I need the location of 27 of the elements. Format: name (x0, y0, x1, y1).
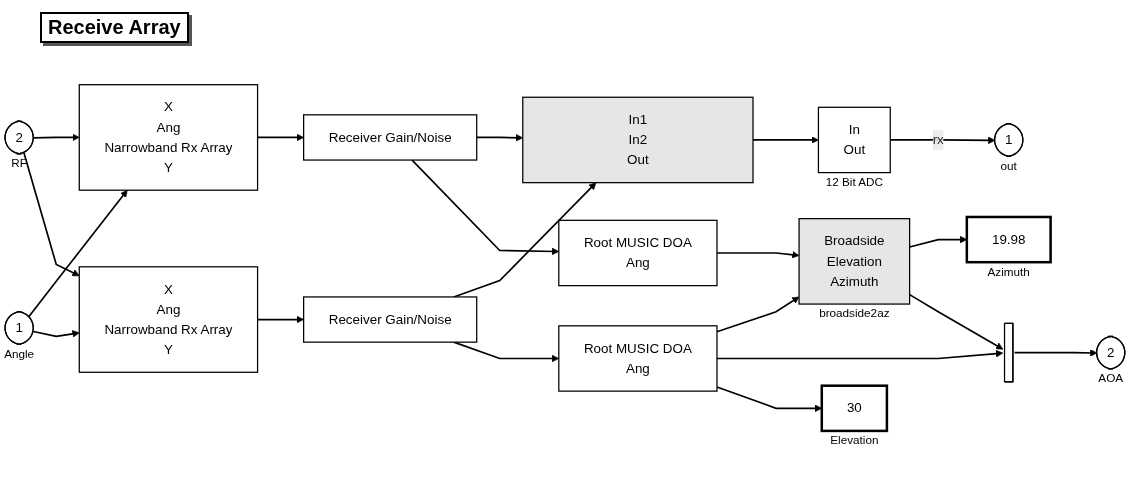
edge-label: rx (932, 132, 944, 147)
arrow (716, 350, 1004, 360)
title: Receive Array (40, 12, 189, 43)
arrow (716, 251, 800, 259)
arrow (23, 151, 80, 277)
arrow (32, 330, 80, 338)
block-caption: Angle (4, 346, 35, 360)
block-caption: out (1000, 158, 1017, 172)
block-caption: Elevation (830, 433, 879, 447)
node-box: Broadside Elevation Azimuth (798, 218, 911, 305)
block-caption: 12 Bit ADC (825, 175, 883, 188)
block-caption: broadside2az (819, 306, 890, 320)
node-box: In Out (817, 106, 891, 174)
node-box: Receiver Gain/Noise (303, 296, 478, 343)
node-box: 19.98 (965, 215, 1052, 264)
block-caption: Azimuth (987, 264, 1030, 278)
node-box: Receiver Gain/Noise (303, 114, 478, 161)
node-box: Root MUSIC DOA Ang (558, 325, 718, 392)
node-box: 30 (820, 384, 889, 433)
node-box: In1 In2 Out (522, 96, 754, 184)
node-box: X Ang Narrowband Rx Array Y (78, 84, 259, 191)
arrow (27, 189, 128, 318)
arrow (716, 296, 800, 333)
node-box: X Ang Narrowband Rx Array Y (78, 266, 259, 373)
block-caption: AOA (1098, 371, 1124, 385)
block-caption: RF (11, 156, 27, 170)
node-box: Root MUSIC DOA Ang (558, 219, 718, 287)
